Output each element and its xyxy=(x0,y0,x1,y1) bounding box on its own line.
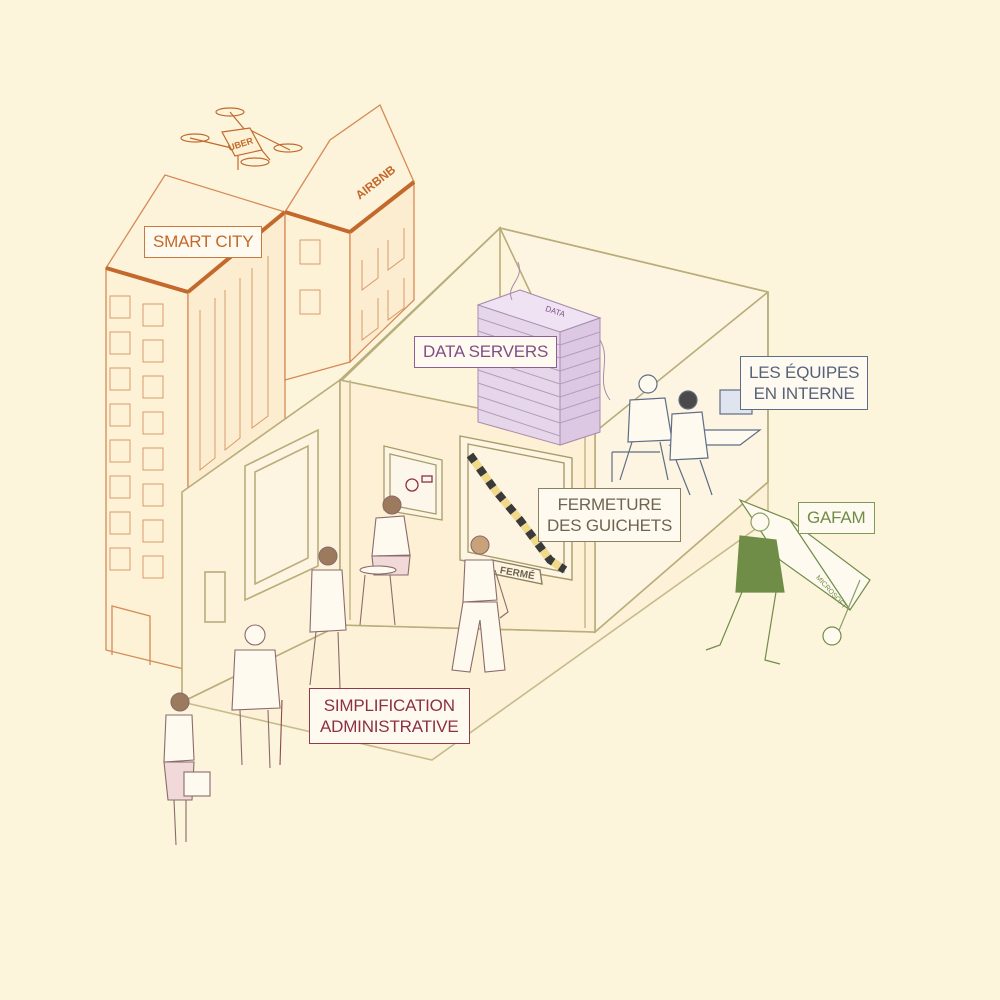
person-with-cane xyxy=(231,624,283,769)
person-with-phone xyxy=(309,546,347,689)
label-simplification-line1: SIMPLIFICATION xyxy=(323,696,455,715)
label-simplification-line2: ADMINISTRATIVE xyxy=(320,717,459,736)
label-internal-teams-line1: LES ÉQUIPES xyxy=(749,363,860,382)
person-with-briefcase xyxy=(163,692,211,846)
label-internal-teams: LES ÉQUIPES EN INTERNE xyxy=(740,356,869,410)
building-door xyxy=(111,605,151,665)
wall-window xyxy=(244,428,319,602)
tall-building-windows xyxy=(109,256,269,579)
label-data-servers: DATA SERVERS xyxy=(414,336,558,368)
label-simplification: SIMPLIFICATION ADMINISTRATIVE xyxy=(309,688,470,744)
label-counter-closure-line1: FERMETURE xyxy=(557,495,662,514)
label-data-servers-text: DATA SERVERS xyxy=(423,342,549,361)
gafam-delivery xyxy=(705,498,871,665)
label-gafam: GAFAM xyxy=(798,502,875,534)
label-counter-closure: FERMETURE DES GUICHETS xyxy=(538,488,682,542)
label-smart-city: SMART CITY xyxy=(144,226,263,258)
uber-drone xyxy=(180,107,303,170)
label-counter-closure-line2: DES GUICHETS xyxy=(547,516,673,535)
tall-building-front xyxy=(105,267,189,671)
label-gafam-text: GAFAM xyxy=(807,508,866,527)
people xyxy=(163,495,509,846)
internal-team xyxy=(611,374,762,496)
airbnb-building-front xyxy=(284,211,351,381)
label-smart-city-text: SMART CITY xyxy=(153,232,254,251)
person-on-stool xyxy=(359,495,411,626)
label-internal-teams-line2: EN INTERNE xyxy=(753,384,855,403)
person-walking-bag xyxy=(451,535,509,673)
